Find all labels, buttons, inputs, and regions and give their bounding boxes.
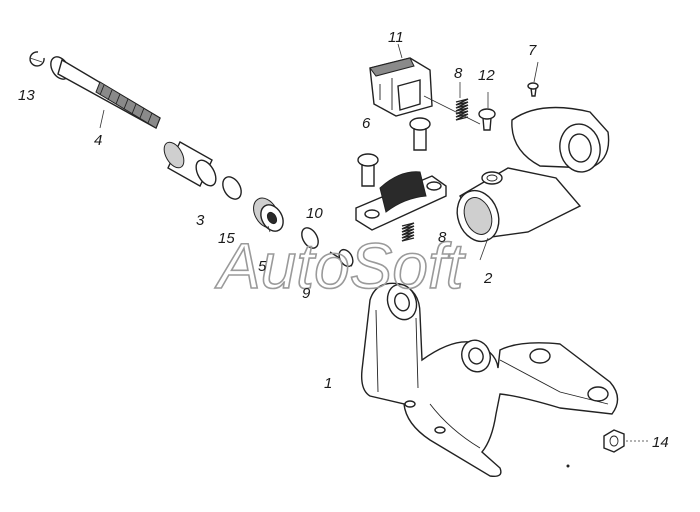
- part-10-washer: [301, 227, 319, 249]
- part-9-pin: [329, 248, 354, 268]
- part-15-o-ring: [222, 176, 242, 200]
- part-2-sleeve: [456, 167, 582, 243]
- callout-8-upper: 8: [454, 65, 463, 82]
- part-6-plate-assembly: [355, 117, 447, 231]
- part-3-bushing: [163, 141, 217, 187]
- part-1-bracket: [360, 282, 619, 478]
- callout-9: 9: [302, 285, 311, 302]
- callout-7: 7: [528, 42, 537, 59]
- part-8-spring-lower: [401, 222, 415, 242]
- callout-15: 15: [218, 230, 235, 247]
- callout-13: 13: [18, 87, 35, 104]
- part-11-latch-block: [369, 57, 433, 117]
- callout-10: 10: [306, 205, 323, 222]
- callout-6: 6: [362, 115, 371, 132]
- part-12-screw: [478, 108, 496, 131]
- callout-1: 1: [324, 375, 332, 392]
- part-4-bolt: [50, 56, 161, 129]
- part-8-spring-upper: [455, 98, 469, 121]
- callout-5: 5: [258, 258, 267, 275]
- part-7-small-screw: [527, 82, 539, 97]
- callout-4: 4: [94, 132, 102, 149]
- callout-8-lower: 8: [438, 229, 447, 246]
- callout-11: 11: [388, 29, 404, 46]
- part-7-housing: [481, 106, 610, 185]
- stray-dot: [566, 464, 570, 468]
- callout-3: 3: [196, 212, 205, 229]
- leader-lines: [29, 43, 539, 261]
- part-5-roller: [253, 197, 284, 232]
- callout-14: 14: [652, 434, 669, 451]
- part-14-nut: [603, 429, 648, 453]
- callout-12: 12: [478, 67, 495, 84]
- callout-2: 2: [483, 270, 493, 287]
- part-13-retaining-ring: [29, 51, 45, 67]
- watermark: AutoSoft: [214, 230, 466, 302]
